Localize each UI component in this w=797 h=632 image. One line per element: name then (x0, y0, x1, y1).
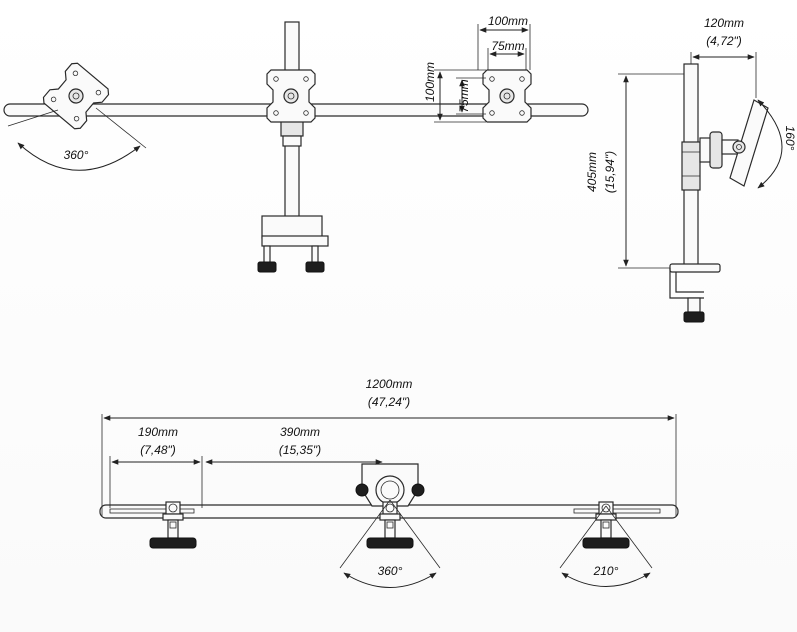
front-mount-height-label: 100mm (423, 62, 437, 102)
side-tilt-label: 160° (783, 126, 797, 151)
top-center-mount (355, 463, 425, 507)
vesa-plate-left (40, 60, 112, 132)
vesa-plate-center (266, 69, 316, 123)
side-height-in-label: (15,94") (603, 151, 617, 193)
front-mount-inner-height-label: 75mm (457, 79, 471, 112)
front-mount-inner-label: 75mm (491, 39, 524, 53)
total-width-in-label: (47,24") (368, 395, 410, 409)
arm-offset-in-label: (7,48") (140, 443, 176, 457)
arm-offset-label: 190mm (138, 425, 178, 439)
front-view: 360° 100mm 75mm 100mm 75mm (3, 14, 589, 273)
arm-span-label: 390mm (280, 425, 320, 439)
center-swivel-label: 360° (378, 564, 403, 578)
total-width-label: 1200mm (366, 377, 413, 391)
arm-span-in-label: (15,35") (279, 443, 321, 457)
vesa-plate-right (482, 69, 532, 123)
side-reach-label: 120mm (704, 16, 744, 30)
side-view: 160° 120mm (4,72") 405mm (15,94") (585, 16, 797, 323)
top-view: 360° 210° 1200mm (47,24") 190mm (7,48") … (99, 377, 679, 588)
side-swivel-label: 210° (593, 564, 619, 578)
front-mount-width-label: 100mm (488, 14, 528, 28)
front-desk-clamp (257, 215, 329, 273)
side-reach-in-label: (4,72") (706, 34, 742, 48)
front-rotation-label: 360° (64, 148, 89, 162)
side-height-label: 405mm (585, 152, 599, 192)
side-desk-clamp (669, 263, 721, 323)
side-pole-collar (681, 141, 701, 191)
